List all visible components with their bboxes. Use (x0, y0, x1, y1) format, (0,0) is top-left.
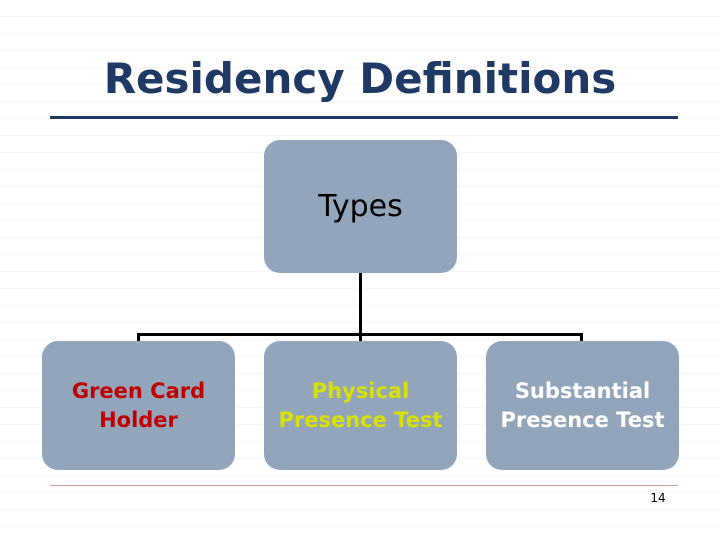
diagram-node-physical-presence-test-label: Physical Presence Test (278, 379, 443, 432)
page-title: Residency Definitions (103, 54, 617, 103)
diagram-node-green-card-holder-label: Green Card Holder (71, 379, 206, 432)
diagram-node-substantial-presence-test: Substantial Presence Test (486, 341, 679, 470)
connector-branch-middle (359, 333, 362, 343)
diagram-node-root: Types (264, 140, 457, 273)
connector-branch-left (137, 333, 140, 343)
diagram-node-root-label: Types (318, 189, 403, 224)
connector-branch-right (580, 333, 583, 343)
footer-divider (50, 485, 678, 486)
page-number: 14 (650, 491, 666, 505)
diagram-node-green-card-holder: Green Card Holder (42, 341, 235, 470)
connector-root-vertical (359, 273, 362, 335)
title-divider (50, 116, 678, 119)
diagram-node-substantial-presence-test-label: Substantial Presence Test (500, 379, 665, 432)
diagram-node-physical-presence-test: Physical Presence Test (264, 341, 457, 470)
